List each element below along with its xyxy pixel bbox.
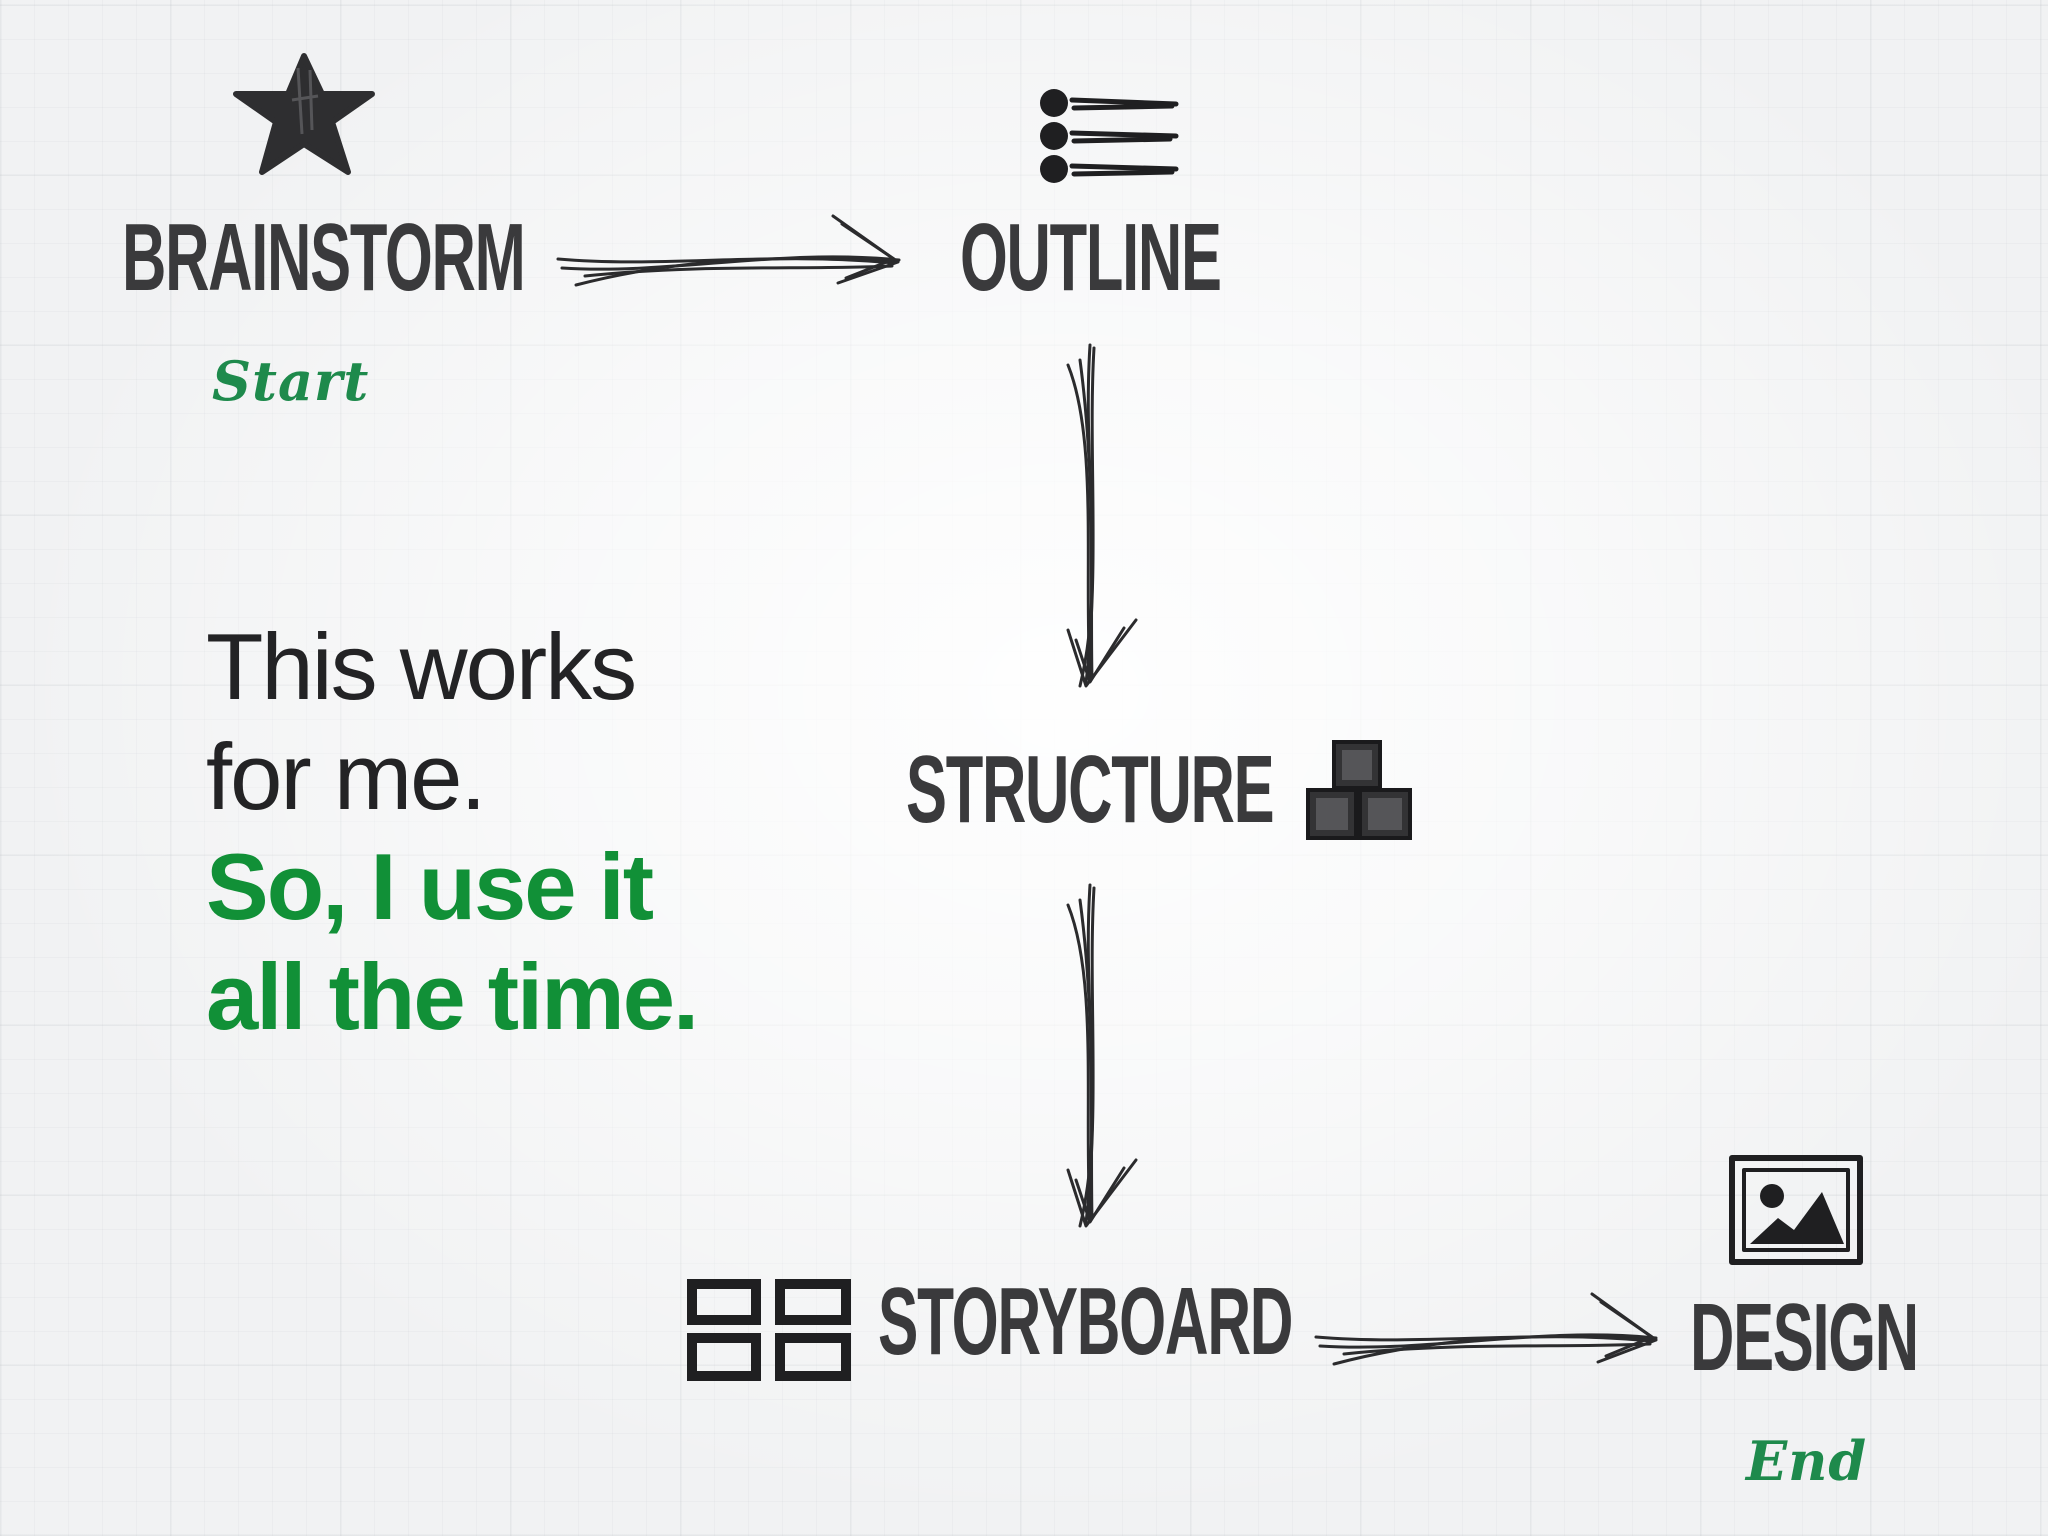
quote-line-4: all the time. [206,944,699,1049]
step-design: DESIGN [1690,1284,1919,1391]
bullet-list-icon [1040,89,1179,183]
step-outline: OUTLINE [960,204,1222,311]
arrow-structure-to-storyboard [1066,883,1138,1228]
star-icon [233,53,375,175]
arrow-outline-to-structure [1066,343,1138,688]
quote-line-3: So, I use it [206,834,654,939]
stacked-blocks-icon [1306,740,1412,840]
step-structure: STRUCTURE [906,736,1275,843]
arrow-brainstorm-to-outline [556,214,901,287]
step-storyboard: STORYBOARD [878,1268,1293,1375]
quote-line-1: This works [206,614,637,719]
step-brainstorm: BRAINSTORM [122,204,526,311]
picture-frame-icon [1729,1155,1863,1265]
quote-line-2: for me. [206,724,487,829]
start-label: Start [212,349,370,413]
arrow-storyboard-to-design [1314,1292,1658,1366]
end-label: End [1746,1429,1868,1493]
storyboard-panels-icon [687,1279,851,1381]
quote-block: This works for me. So, I use it all the … [206,612,826,1052]
